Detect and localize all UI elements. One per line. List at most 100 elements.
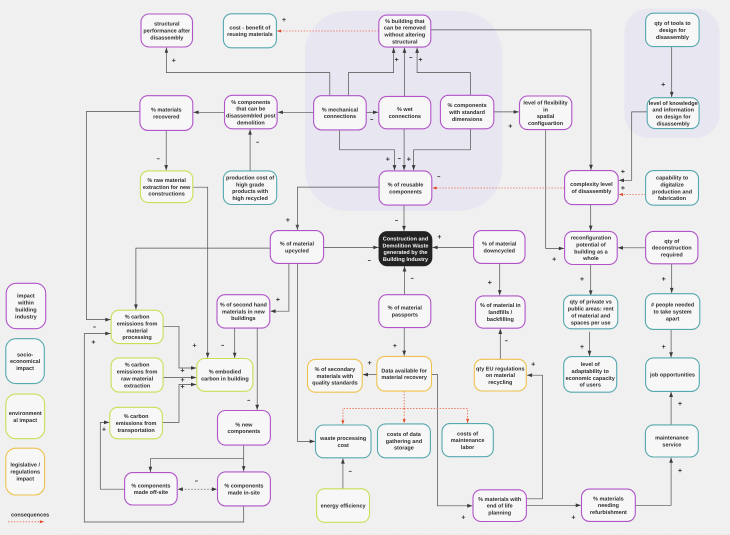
svg-text:% materials with: % materials with	[478, 497, 522, 503]
svg-text:extraction for new: extraction for new	[143, 185, 191, 191]
svg-text:recycling: recycling	[488, 380, 512, 386]
svg-text:public areas: rent: public areas: rent	[568, 307, 614, 313]
svg-text:on design for: on design for	[656, 115, 692, 121]
svg-text:disassembled post: disassembled post	[226, 114, 276, 120]
svg-text:within: within	[17, 301, 35, 307]
svg-text:costs of data: costs of data	[387, 432, 422, 438]
svg-text:of disassembly: of disassembly	[572, 189, 613, 195]
svg-text:economic capacity: economic capacity	[566, 376, 616, 382]
svg-text:qty EU regulations: qty EU regulations	[476, 366, 525, 372]
svg-text:landfills /: landfills /	[488, 310, 512, 316]
svg-text:dimensions: dimensions	[452, 117, 483, 123]
svg-text:% raw material: % raw material	[147, 178, 186, 184]
svg-text:capability to: capability to	[656, 176, 689, 182]
svg-text:to take system: to take system	[653, 310, 691, 316]
svg-text:reconfiguration: reconfiguration	[571, 236, 612, 242]
svg-text:carbon in building: carbon in building	[201, 376, 249, 382]
svg-text:storage: storage	[394, 446, 414, 452]
svg-text:% components: % components	[224, 484, 263, 490]
svg-text:% mechanical: % mechanical	[322, 107, 359, 113]
svg-text:Building Industry: Building Industry	[383, 257, 429, 263]
svg-text:that can be: that can be	[236, 107, 265, 113]
svg-text:quality standards: quality standards	[312, 381, 358, 387]
svg-text:materials with: materials with	[317, 374, 354, 380]
svg-text:material recovery: material recovery	[381, 375, 427, 381]
svg-text:% materials: % materials	[593, 496, 624, 502]
svg-text:% building that: % building that	[385, 19, 425, 25]
svg-text:design for: design for	[659, 28, 686, 34]
svg-text:connections: connections	[324, 114, 356, 120]
svg-text:structural: structural	[392, 39, 418, 45]
svg-text:gathering and: gathering and	[386, 439, 422, 445]
svg-text:% carbon: % carbon	[125, 315, 150, 321]
svg-text:recovered: recovered	[153, 115, 179, 121]
svg-text:% of reusable: % of reusable	[388, 183, 424, 189]
svg-text:potential of: potential of	[576, 243, 606, 249]
svg-text:processing: processing	[122, 335, 151, 341]
svg-text:building as a: building as a	[574, 249, 609, 255]
svg-text:can be removed: can be removed	[384, 26, 426, 32]
svg-text:impact: impact	[16, 476, 34, 482]
svg-text:socio-: socio-	[17, 352, 33, 358]
svg-text:% of secondary: % of secondary	[315, 367, 357, 373]
svg-text:industry: industry	[15, 314, 38, 320]
svg-text:% of material: % of material	[280, 242, 315, 248]
svg-text:on material: on material	[486, 373, 516, 379]
svg-text:environment: environment	[9, 411, 42, 417]
svg-text:economical: economical	[10, 359, 41, 365]
svg-text:of users: of users	[579, 383, 600, 389]
svg-text:end of life: end of life	[487, 504, 513, 510]
svg-text:level of knowledge: level of knowledge	[649, 101, 698, 107]
svg-text:disassembly: disassembly	[657, 121, 691, 127]
svg-text:% of material in: % of material in	[480, 303, 521, 309]
svg-text:service: service	[662, 442, 681, 448]
svg-text:% embodied: % embodied	[209, 370, 241, 376]
svg-text:upcycled: upcycled	[285, 248, 309, 254]
svg-text:configuartion: configuartion	[528, 121, 564, 127]
svg-text:digitalize: digitalize	[660, 183, 684, 189]
svg-text:extraction: extraction	[124, 383, 151, 389]
svg-text:components: components	[389, 189, 422, 195]
svg-text:% components: % components	[231, 100, 270, 106]
svg-text:disassembly: disassembly	[656, 35, 690, 41]
svg-text:components: components	[228, 429, 261, 435]
svg-text:impact: impact	[17, 294, 35, 300]
svg-text:adaptability to: adaptability to	[572, 369, 610, 375]
svg-text:Demolition Waste: Demolition Waste	[383, 243, 429, 249]
svg-text:maintenance: maintenance	[655, 436, 689, 442]
svg-text:emissions from: emissions from	[117, 322, 158, 328]
svg-text:job opportunities: job opportunities	[649, 373, 695, 379]
svg-text:% components: % components	[448, 103, 487, 109]
svg-text:whole: whole	[582, 256, 599, 262]
svg-text:regulations: regulations	[10, 470, 40, 476]
svg-text:materials in new: materials in new	[222, 309, 266, 315]
svg-text:without altering: without altering	[383, 33, 425, 39]
svg-text:raw material: raw material	[121, 376, 154, 382]
svg-text:passports: passports	[392, 313, 418, 319]
svg-text:apart: apart	[666, 316, 680, 322]
svg-text:costs of: costs of	[457, 431, 478, 437]
svg-text:performance after: performance after	[143, 29, 191, 35]
svg-text:required: required	[661, 252, 683, 258]
svg-text:legislative /: legislative /	[10, 463, 40, 469]
svg-text:impact: impact	[16, 366, 34, 372]
svg-text:production cost of: production cost of	[226, 175, 274, 181]
svg-text:% new: % new	[235, 422, 253, 428]
svg-text:reusing materials: reusing materials	[227, 32, 273, 38]
svg-text:planning: planning	[488, 511, 511, 517]
svg-text:level of flexibility: level of flexibility	[523, 101, 568, 107]
svg-text:high recycled: high recycled	[232, 196, 267, 202]
svg-text:of material and: of material and	[571, 313, 610, 319]
svg-text:and information: and information	[652, 108, 694, 114]
svg-text:# people needed: # people needed	[651, 303, 694, 309]
svg-text:% wet: % wet	[397, 107, 413, 113]
svg-text:spatial: spatial	[537, 114, 555, 120]
svg-text:Construction and: Construction and	[383, 236, 429, 242]
svg-text:qty of private vs: qty of private vs	[570, 300, 612, 306]
svg-text:cost: cost	[338, 443, 349, 449]
svg-text:complexity level: complexity level	[570, 182, 613, 188]
svg-text:in: in	[543, 107, 549, 113]
svg-text:material: material	[127, 328, 149, 334]
svg-text:level of: level of	[581, 362, 600, 368]
svg-text:% components: % components	[131, 483, 170, 489]
